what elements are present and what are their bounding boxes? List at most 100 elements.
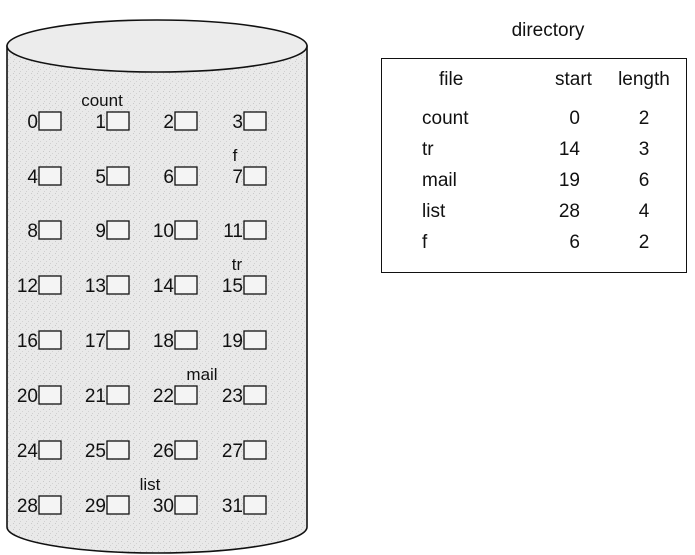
disk-block: 9 xyxy=(95,221,129,242)
directory-row: tr 14 3 xyxy=(392,134,686,165)
disk-block: 24 xyxy=(17,441,61,462)
cell-length: 2 xyxy=(602,227,686,258)
block-number: 12 xyxy=(17,276,38,297)
disk-block: 29 xyxy=(85,496,129,517)
block-number: 18 xyxy=(153,331,174,352)
block-box xyxy=(39,496,61,514)
directory-table-box: file start length count 0 2 tr 14 3 mail… xyxy=(381,58,687,273)
block-number: 0 xyxy=(27,112,38,133)
block-number: 27 xyxy=(222,441,243,462)
block-number: 22 xyxy=(153,386,174,407)
block-box xyxy=(39,386,61,404)
file-label: tr xyxy=(232,255,243,274)
block-box xyxy=(39,167,61,185)
cell-file: f xyxy=(392,227,510,258)
cell-length: 3 xyxy=(602,134,686,165)
disk-block: 25 xyxy=(85,441,129,462)
block-box xyxy=(175,112,197,130)
block-box xyxy=(175,386,197,404)
block-number: 9 xyxy=(95,221,106,242)
block-box xyxy=(175,167,197,185)
disk-block: 14 xyxy=(153,276,197,297)
block-box xyxy=(39,331,61,349)
disk-block: 8 xyxy=(27,221,61,242)
cell-file: count xyxy=(392,103,510,134)
block-number: 4 xyxy=(27,167,38,188)
cell-start: 28 xyxy=(510,196,602,227)
block-number: 20 xyxy=(17,386,38,407)
cell-length: 4 xyxy=(602,196,686,227)
cell-file: list xyxy=(392,196,510,227)
block-box xyxy=(244,441,266,459)
disk-block: 15 xyxy=(222,276,266,297)
directory-table: file start length count 0 2 tr 14 3 mail… xyxy=(392,67,686,258)
block-number: 11 xyxy=(223,221,243,242)
block-box xyxy=(107,167,129,185)
block-box xyxy=(107,221,129,239)
block-box xyxy=(244,276,266,294)
disk-block: 11 xyxy=(223,221,266,242)
disk-block: 2 xyxy=(163,112,197,133)
disk-block: 22 xyxy=(153,386,197,407)
block-number: 3 xyxy=(232,112,243,133)
disk-block: 7 xyxy=(232,167,266,188)
block-number: 21 xyxy=(85,386,106,407)
block-number: 8 xyxy=(27,221,38,242)
disk-block: 30 xyxy=(153,496,197,517)
block-box xyxy=(107,331,129,349)
disk-block: 6 xyxy=(163,167,197,188)
disk-block: 21 xyxy=(85,386,129,407)
block-number: 14 xyxy=(153,276,175,297)
disk-block: 20 xyxy=(17,386,61,407)
cell-length: 2 xyxy=(602,103,686,134)
disk-block: 19 xyxy=(222,331,266,352)
block-box xyxy=(107,276,129,294)
cell-start: 14 xyxy=(510,134,602,165)
block-box xyxy=(175,276,197,294)
block-box xyxy=(39,112,61,130)
block-number: 5 xyxy=(95,167,106,188)
block-box xyxy=(244,167,266,185)
file-label: mail xyxy=(186,365,217,384)
block-box xyxy=(175,221,197,239)
disk-block: 4 xyxy=(27,167,61,188)
disk-block: 13 xyxy=(85,276,129,297)
block-number: 25 xyxy=(85,441,106,462)
disk-block: 31 xyxy=(222,496,266,517)
block-box xyxy=(244,496,266,514)
block-number: 7 xyxy=(232,167,243,188)
disk-block: 5 xyxy=(95,167,129,188)
file-label: list xyxy=(140,475,161,494)
disk-block: 0 xyxy=(27,112,61,133)
block-box xyxy=(107,112,129,130)
block-box xyxy=(175,496,197,514)
block-number: 29 xyxy=(85,496,106,517)
directory-row: f 6 2 xyxy=(392,227,686,258)
block-number: 23 xyxy=(222,386,243,407)
disk-block: 28 xyxy=(17,496,61,517)
cell-start: 0 xyxy=(510,103,602,134)
cell-start: 6 xyxy=(510,227,602,258)
block-box xyxy=(244,112,266,130)
block-box xyxy=(244,331,266,349)
block-box xyxy=(244,386,266,404)
block-number: 6 xyxy=(163,167,174,188)
block-box xyxy=(107,386,129,404)
block-number: 13 xyxy=(85,276,106,297)
block-number: 30 xyxy=(153,496,174,517)
directory-header-row: file start length xyxy=(392,67,686,103)
disk-block: 17 xyxy=(85,331,129,352)
file-label: f xyxy=(233,146,238,165)
block-box xyxy=(175,331,197,349)
disk-block: 10 xyxy=(153,221,197,242)
disk-block: 27 xyxy=(222,441,266,462)
block-number: 19 xyxy=(222,331,243,352)
directory-title: directory xyxy=(478,20,618,42)
disk-block: 26 xyxy=(153,441,197,462)
block-number: 10 xyxy=(153,221,174,242)
header-start: start xyxy=(510,67,602,103)
header-file: file xyxy=(392,67,510,103)
block-number: 24 xyxy=(17,441,39,462)
block-number: 1 xyxy=(95,112,106,133)
block-box xyxy=(39,441,61,459)
